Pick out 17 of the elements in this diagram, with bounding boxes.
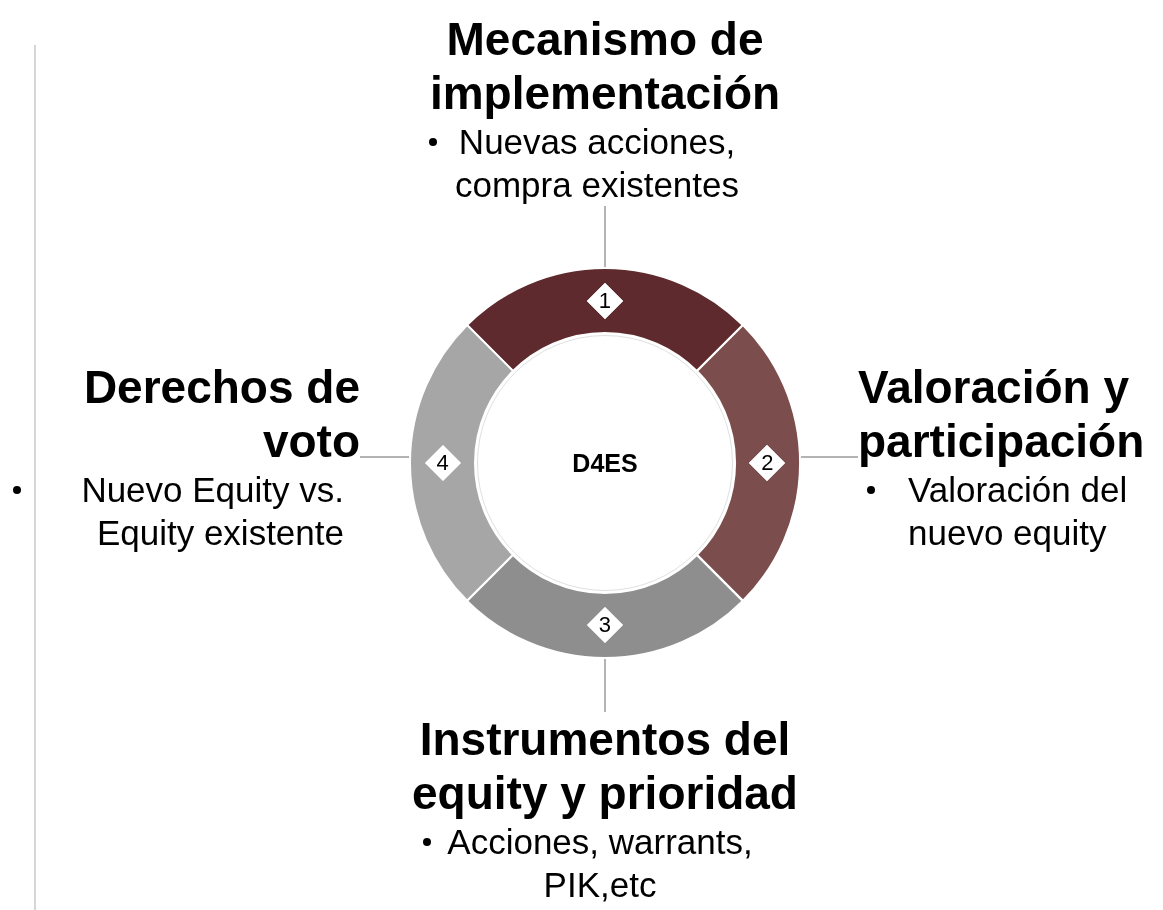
bullet-text: Nuevas acciones, compra existentes (454, 121, 740, 206)
bullet-text: Acciones, warrants, PIK,etc (446, 821, 754, 906)
center-label: D4ES (572, 448, 638, 478)
connector-line (799, 456, 859, 458)
connector-line (359, 456, 411, 458)
bullet-text: Valoración del nuevo equity (908, 469, 1129, 554)
connector-line (604, 657, 606, 713)
segment-number: 1 (597, 287, 613, 314)
section-heading: Derechos de voto (82, 360, 360, 468)
segment-number: 3 (597, 612, 613, 639)
segment-number: 4 (435, 450, 450, 476)
section-heading: Mecanismo de implementación (428, 12, 782, 120)
section-heading: Valoración y participación (858, 360, 1146, 468)
segment-number: 2 (760, 450, 775, 476)
section-heading: Instrumentos del equity y prioridad (411, 712, 799, 820)
connector-line (604, 205, 606, 269)
bullet-text: Nuevo Equity vs. Equity existente (80, 469, 344, 554)
